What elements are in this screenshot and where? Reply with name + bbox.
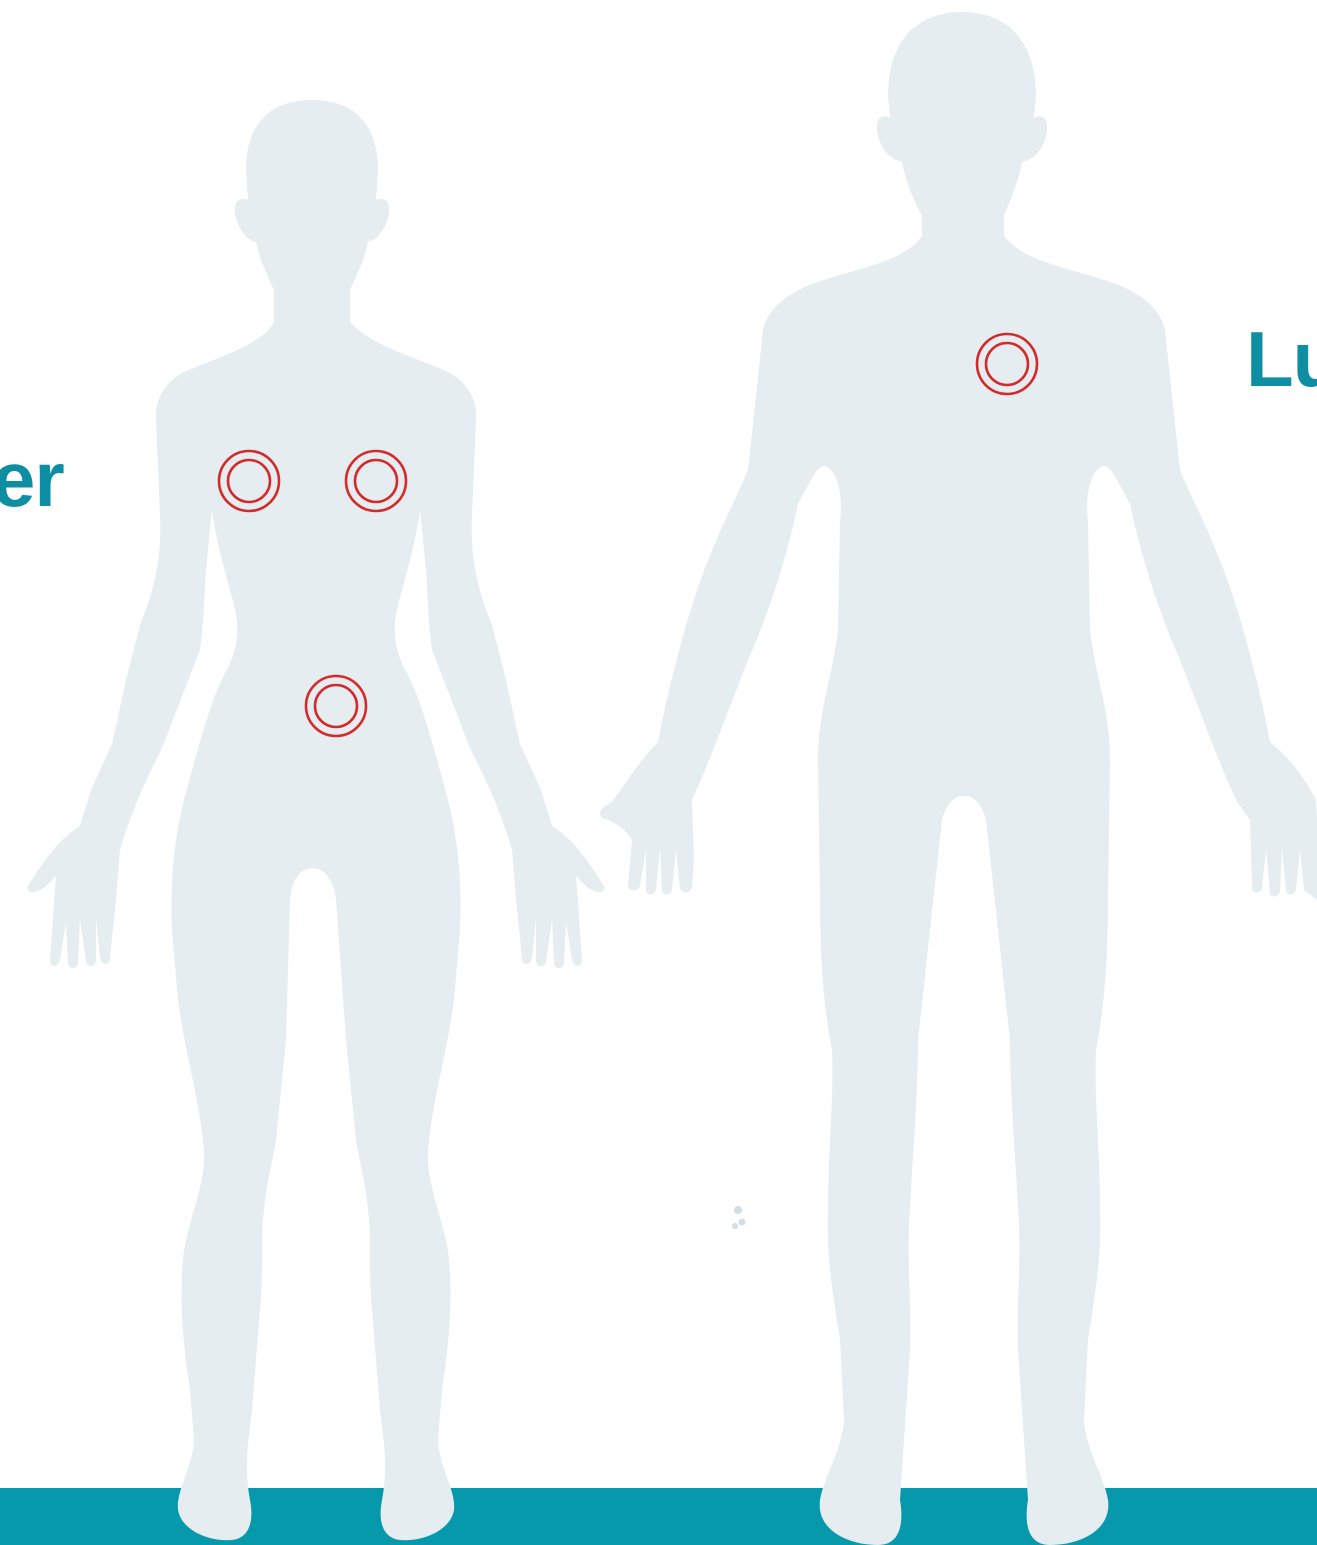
male-torso: [600, 200, 1317, 1545]
female-torso: [28, 280, 605, 1540]
male-head: [877, 12, 1048, 216]
female-head: [235, 100, 390, 290]
female-figure: [28, 100, 605, 1540]
male-figure: [600, 12, 1317, 1545]
stray-mark: [732, 1206, 746, 1229]
